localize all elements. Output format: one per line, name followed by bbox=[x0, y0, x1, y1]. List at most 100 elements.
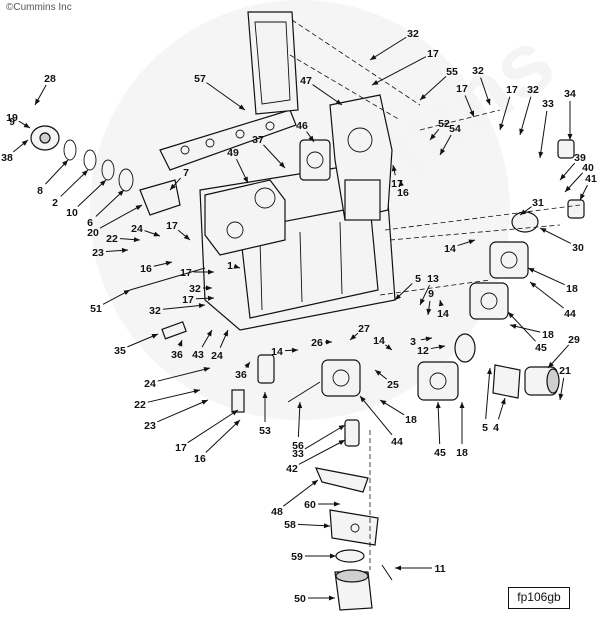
callout-c31: 31 bbox=[532, 197, 544, 209]
arrowhead-c34 bbox=[567, 134, 573, 140]
arrowhead-c16a bbox=[165, 260, 172, 266]
upper-housing-47 bbox=[329, 94, 393, 221]
callout-c17c: 17 bbox=[182, 294, 194, 306]
arrowhead-c41 bbox=[580, 193, 585, 200]
callout-c5a: 5 bbox=[415, 273, 421, 285]
callout-c42: 42 bbox=[286, 463, 298, 475]
arrowhead-c42 bbox=[338, 440, 345, 446]
arrowhead-c22a bbox=[133, 237, 140, 243]
callout-c39: 39 bbox=[574, 152, 586, 164]
callout-c37: 37 bbox=[252, 134, 264, 146]
arrowhead-c44b bbox=[360, 396, 366, 403]
gasket-57 bbox=[159, 109, 297, 171]
arrowhead-c44a bbox=[530, 282, 537, 288]
callout-c9b: 9 bbox=[428, 288, 434, 300]
callout-c54: 54 bbox=[449, 123, 461, 135]
callout-c14b: 14 bbox=[437, 308, 449, 320]
arrowhead-c18a bbox=[528, 268, 535, 273]
leader-c57 bbox=[206, 82, 246, 111]
callout-c17g: 17 bbox=[456, 83, 468, 95]
callout-c7: 7 bbox=[183, 167, 189, 179]
leader-c32e bbox=[519, 96, 532, 136]
bolt-11 bbox=[381, 564, 393, 581]
arrowhead-c40 bbox=[565, 185, 571, 192]
callout-c58: 58 bbox=[284, 519, 296, 531]
callout-c6: 6 bbox=[87, 217, 93, 229]
arrowhead-c13 bbox=[420, 298, 425, 305]
arrowhead-c32c bbox=[370, 54, 377, 60]
arrowhead-c9b bbox=[426, 308, 432, 315]
callout-c30: 30 bbox=[572, 242, 584, 254]
callout-c46: 46 bbox=[296, 120, 308, 132]
arrowhead-c60 bbox=[334, 501, 340, 507]
arrowhead-c28 bbox=[35, 98, 41, 105]
callout-c35: 35 bbox=[114, 345, 126, 357]
assembly-centerlines bbox=[289, 19, 581, 570]
arrowhead-c32d bbox=[485, 98, 491, 105]
callout-c8: 8 bbox=[37, 185, 43, 197]
callout-c17d: 17 bbox=[175, 442, 187, 454]
callout-c17a: 17 bbox=[166, 220, 178, 232]
o-ring-8 bbox=[63, 139, 77, 161]
leader-c23b bbox=[157, 399, 209, 423]
leader-c45b bbox=[437, 401, 441, 445]
callout-c33a: 33 bbox=[542, 98, 554, 110]
arrowhead-c47 bbox=[335, 99, 342, 105]
leader-c33a bbox=[539, 110, 548, 159]
arrowhead-c48 bbox=[311, 480, 318, 486]
callout-c14d: 14 bbox=[373, 335, 385, 347]
leader-c44b bbox=[359, 395, 393, 436]
callout-c52: 52 bbox=[438, 118, 450, 130]
leader-c10 bbox=[77, 179, 107, 207]
actuator-44-bottom bbox=[321, 359, 361, 397]
callout-c32b: 32 bbox=[149, 305, 161, 317]
arrowhead-c24b bbox=[223, 330, 228, 337]
arrowhead-c4 bbox=[500, 398, 506, 405]
callout-c32a: 32 bbox=[189, 283, 201, 295]
arrowhead-c24a bbox=[153, 231, 160, 237]
fitting-16 bbox=[231, 389, 245, 413]
arrowhead-c14d bbox=[385, 344, 392, 350]
callout-c60: 60 bbox=[304, 499, 316, 511]
bracket-20 bbox=[139, 179, 181, 216]
arrowhead-c18b bbox=[510, 323, 517, 329]
arrowhead-c10 bbox=[99, 180, 106, 186]
callout-c47: 47 bbox=[300, 75, 312, 87]
arrowhead-c16b bbox=[233, 420, 240, 426]
arrowhead-c14a bbox=[468, 239, 475, 245]
callout-c33b: 33 bbox=[292, 448, 304, 460]
arrowhead-c58 bbox=[323, 523, 330, 529]
arrowhead-c17d bbox=[231, 410, 238, 416]
arrowhead-c18d bbox=[459, 402, 465, 408]
callout-c13: 13 bbox=[427, 273, 439, 285]
callout-c56: 56 bbox=[292, 440, 304, 452]
bolt-51 bbox=[129, 267, 206, 291]
callout-c18a: 18 bbox=[566, 283, 578, 295]
callout-c1: 1 bbox=[227, 260, 233, 272]
actuator-50 bbox=[334, 569, 373, 611]
arrowhead-c54 bbox=[440, 148, 446, 155]
actuator-45-mid bbox=[469, 282, 509, 320]
bolt-56 bbox=[287, 381, 321, 403]
leader-c20 bbox=[99, 204, 143, 229]
callout-c48: 48 bbox=[271, 506, 283, 518]
callout-c34: 34 bbox=[564, 88, 576, 100]
arrowhead-c31 bbox=[520, 209, 527, 215]
arrowhead-c17b bbox=[208, 269, 214, 275]
callout-c36b: 36 bbox=[235, 369, 247, 381]
callout-c2: 2 bbox=[52, 197, 58, 209]
callout-c24a: 24 bbox=[131, 223, 143, 235]
callout-c23b: 23 bbox=[144, 420, 156, 432]
arrowhead-c8 bbox=[62, 160, 68, 167]
plate-4 bbox=[492, 364, 521, 399]
callout-c55: 55 bbox=[446, 66, 458, 78]
arrowhead-c45b bbox=[435, 402, 441, 409]
arrowhead-c27 bbox=[350, 334, 357, 340]
callout-c51: 51 bbox=[90, 303, 102, 315]
callout-c21: 21 bbox=[559, 365, 571, 377]
arrowhead-c12 bbox=[438, 344, 445, 350]
cover-46 bbox=[299, 139, 331, 181]
arrowhead-c33b bbox=[338, 425, 345, 431]
